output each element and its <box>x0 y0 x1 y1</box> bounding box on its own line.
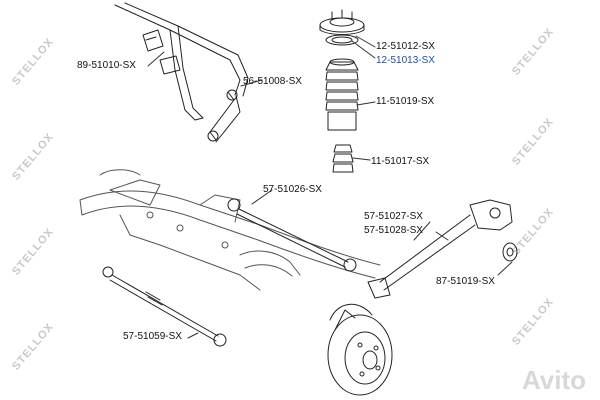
part-label-12-51013: 12-51013-SX <box>376 55 435 66</box>
bump-stop-drawing <box>332 144 354 173</box>
stabilizer-link-drawing <box>207 89 241 143</box>
part-label-57-51027: 57-51027-SX <box>364 211 423 222</box>
part-label-89-51010: 89-51010-SX <box>77 60 136 71</box>
lateral-arm-upper-drawing <box>227 198 357 272</box>
brake-disc-drawing <box>327 303 393 396</box>
strut-mount-drawing <box>319 9 365 35</box>
part-label-11-51017: 11-51017-SX <box>371 156 430 167</box>
part-label-57-51026: 57-51026-SX <box>263 184 322 195</box>
subframe-drawing <box>79 169 381 291</box>
part-label-87-51019: 87-51019-SX <box>436 276 495 287</box>
part-label-11-51019: 11-51019-SX <box>376 96 435 107</box>
part-label-12-51012: 12-51012-SX <box>376 41 435 52</box>
leader-lines <box>147 35 513 339</box>
trailing-arm-drawing <box>367 199 513 299</box>
dust-boot-drawing <box>325 58 359 131</box>
part-label-57-51028: 57-51028-SX <box>364 225 423 236</box>
bushing-drawing <box>502 242 518 262</box>
part-label-57-51059: 57-51059-SX <box>123 331 182 342</box>
lateral-rod-lower-drawing <box>102 266 227 347</box>
avito-watermark: Avito <box>521 365 586 395</box>
strut-bearing-drawing <box>325 34 359 46</box>
part-label-56-51008: 56-51008-SX <box>243 76 302 87</box>
stabilizer-bushing-drawing <box>142 29 181 75</box>
